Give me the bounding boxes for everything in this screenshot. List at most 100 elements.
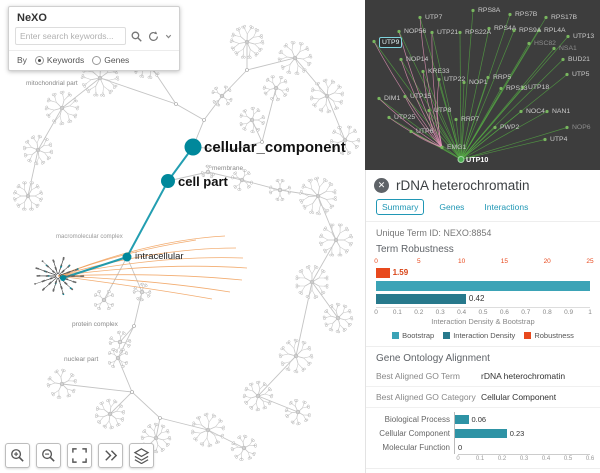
bar-row-interaction-density: 0.42	[376, 292, 590, 305]
network-node[interactable]: UTP13	[573, 33, 595, 40]
network-node[interactable]: NOP1	[469, 79, 488, 86]
network-node[interactable]: PWP2	[500, 124, 520, 131]
axis-tick: 0.3	[435, 309, 445, 316]
network-hub-node[interactable]: UTP10	[466, 155, 489, 164]
network-node[interactable]: RPS4A	[494, 25, 517, 32]
network-node[interactable]: RPS7B	[515, 11, 538, 18]
alignment-value: Cellular Component	[481, 392, 557, 402]
network-node[interactable]: NOP14	[406, 56, 429, 63]
legend-item: Interaction Density	[443, 331, 515, 340]
go-bar-area: 0.06	[454, 412, 590, 426]
tab-interactions[interactable]: Interactions	[484, 202, 529, 212]
bar	[376, 293, 466, 304]
chart-caption: Interaction Density & Bootstrap	[431, 317, 535, 326]
zoom-in-button[interactable]	[5, 443, 30, 468]
axis-tick: 0.2	[414, 309, 424, 316]
network-node[interactable]: EMG1	[447, 144, 467, 151]
fit-to-screen-button[interactable]	[67, 443, 92, 468]
axis-tick: 20	[543, 258, 551, 265]
network-node[interactable]: NOC4	[526, 108, 545, 115]
reset-icon[interactable]	[147, 30, 160, 43]
axis-tick: 0	[374, 309, 378, 316]
bar-value: 1.59	[392, 268, 409, 277]
network-node[interactable]: UTP7	[425, 14, 443, 21]
axis-tick: 0.1	[475, 456, 485, 462]
network-node[interactable]: HSC82	[534, 40, 556, 47]
network-node[interactable]: NOP6	[572, 124, 591, 131]
network-node[interactable]: NSA1	[559, 45, 577, 52]
go-bar-value: 0.23	[509, 428, 525, 438]
axis-tick: 0	[374, 258, 378, 265]
term-id: Unique Term ID: NEXO:8854	[366, 222, 600, 238]
alignment-row: Best Aligned GO Category Cellular Compon…	[366, 387, 600, 408]
go-category-label: Molecular Function	[382, 442, 450, 452]
legend-item: Robustness	[524, 331, 574, 340]
axis-tick: 0.3	[519, 456, 529, 462]
network-node[interactable]: UTP4	[550, 136, 568, 143]
tree-node-label[interactable]: cellular_component	[204, 139, 346, 156]
network-node[interactable]: UTP25	[394, 114, 416, 121]
tree-node-label[interactable]: cell part	[178, 174, 228, 189]
layers-button[interactable]	[129, 443, 154, 468]
axis-tick: 0	[456, 456, 460, 462]
search-input[interactable]	[15, 27, 126, 45]
network-node[interactable]: UTP21	[437, 29, 459, 36]
radio-genes-circle[interactable]	[92, 55, 102, 65]
network-node[interactable]: RPS9A	[519, 27, 542, 34]
go-bar-value: 0	[458, 442, 463, 452]
axis-tick: 0.8	[542, 309, 552, 316]
radio-genes[interactable]: Genes	[92, 55, 129, 65]
network-node[interactable]: RPS13	[506, 85, 528, 92]
radio-keywords-circle[interactable]	[34, 55, 44, 65]
tree-node-label[interactable]: nuclear part	[64, 356, 99, 363]
tab-genes[interactable]: Genes	[439, 202, 465, 212]
tab-summary[interactable]: Summary	[376, 199, 425, 215]
expand-depth-button[interactable]	[98, 443, 123, 468]
network-node[interactable]: KRE33	[428, 68, 450, 75]
radio-keywords[interactable]: Keywords	[34, 55, 84, 65]
go-bar	[455, 414, 469, 424]
network-node[interactable]: UTP18	[528, 84, 550, 91]
network-node[interactable]: UTP6	[416, 128, 434, 135]
chevron-down-icon[interactable]	[164, 32, 173, 41]
close-icon[interactable]: ✕	[374, 178, 389, 193]
network-node[interactable]: DIM1	[384, 95, 401, 102]
tree-node-label[interactable]: intracellular	[135, 251, 184, 262]
tree-node-label[interactable]: membrane	[212, 165, 244, 172]
tree-node-label[interactable]: protein complex	[72, 321, 118, 328]
network-node[interactable]: RRP7	[461, 116, 480, 123]
network-node[interactable]: BUD21	[568, 56, 590, 63]
network-node[interactable]: RPS22A	[465, 29, 492, 36]
network-node[interactable]: NAN1	[552, 108, 571, 115]
network-node[interactable]: RPL4A	[544, 27, 566, 34]
network-node[interactable]: UTP5	[572, 71, 590, 78]
bar-row-robustness: 1.59	[376, 266, 590, 279]
tree-node-label[interactable]: mitochondrial part	[26, 80, 78, 87]
network-node[interactable]: RRP5	[493, 74, 512, 81]
network-node[interactable]: NOP56	[404, 28, 427, 35]
alignment-label: Best Aligned GO Term	[376, 371, 460, 381]
network-node[interactable]: RPS8A	[478, 7, 501, 14]
bar-value: 0.42	[468, 294, 485, 303]
go-bar-area: 0.23	[454, 426, 590, 440]
network-node[interactable]: RPS17B	[551, 14, 578, 21]
zoom-out-button[interactable]	[36, 443, 61, 468]
network-node[interactable]: UTP9	[379, 37, 403, 48]
network-node[interactable]: UTP22	[444, 76, 466, 83]
tree-node-label[interactable]: macromolecular complex	[56, 234, 123, 240]
go-bar-area: 0	[454, 440, 590, 454]
network-node[interactable]: UTP15	[410, 93, 432, 100]
go-bar	[455, 428, 507, 438]
network-canvas[interactable]	[365, 0, 600, 170]
axis-tick: 0.7	[521, 309, 531, 316]
term-detail-panel: ✕ rDNA heterochromatin Summary Genes Int…	[365, 170, 600, 473]
search-icon[interactable]	[130, 30, 143, 43]
network-node[interactable]: UTP8	[434, 107, 452, 114]
